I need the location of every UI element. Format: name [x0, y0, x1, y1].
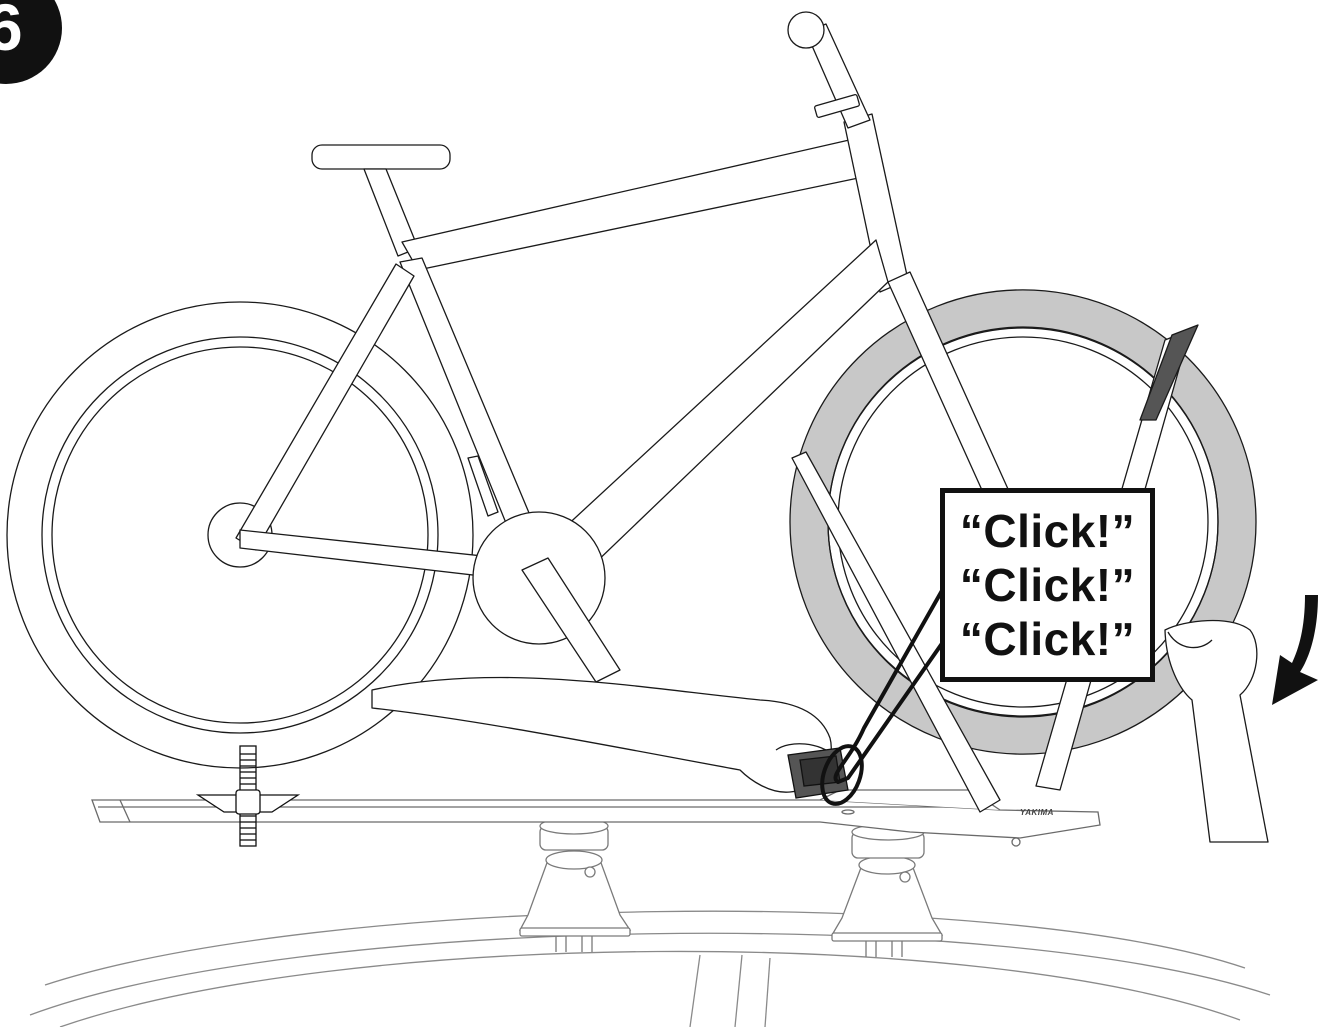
- rear-wheel-strap: [195, 745, 301, 847]
- left-arm: [371, 676, 835, 793]
- click-label: “Click!”: [959, 559, 1136, 611]
- rack-tray: [91, 789, 1101, 847]
- click-callout: “Click!” “Click!” “Click!”: [940, 488, 1155, 682]
- car-roof: [29, 910, 1271, 1027]
- bike-frame: [235, 113, 909, 683]
- brand-logo: YAKIMA: [1020, 808, 1054, 817]
- rack-tower-left: [518, 817, 632, 952]
- step-number: 6: [0, 0, 23, 64]
- click-label: “Click!”: [959, 613, 1136, 665]
- fork-and-handlebar: [787, 11, 1023, 531]
- right-hand: [1164, 619, 1269, 843]
- click-label: “Click!”: [959, 505, 1136, 557]
- curved-arrow-down-icon: [1272, 595, 1318, 705]
- speech-pointer-icon: [820, 579, 952, 806]
- rack-tower-right: [830, 823, 944, 957]
- step-number-badge: 6: [0, 0, 62, 84]
